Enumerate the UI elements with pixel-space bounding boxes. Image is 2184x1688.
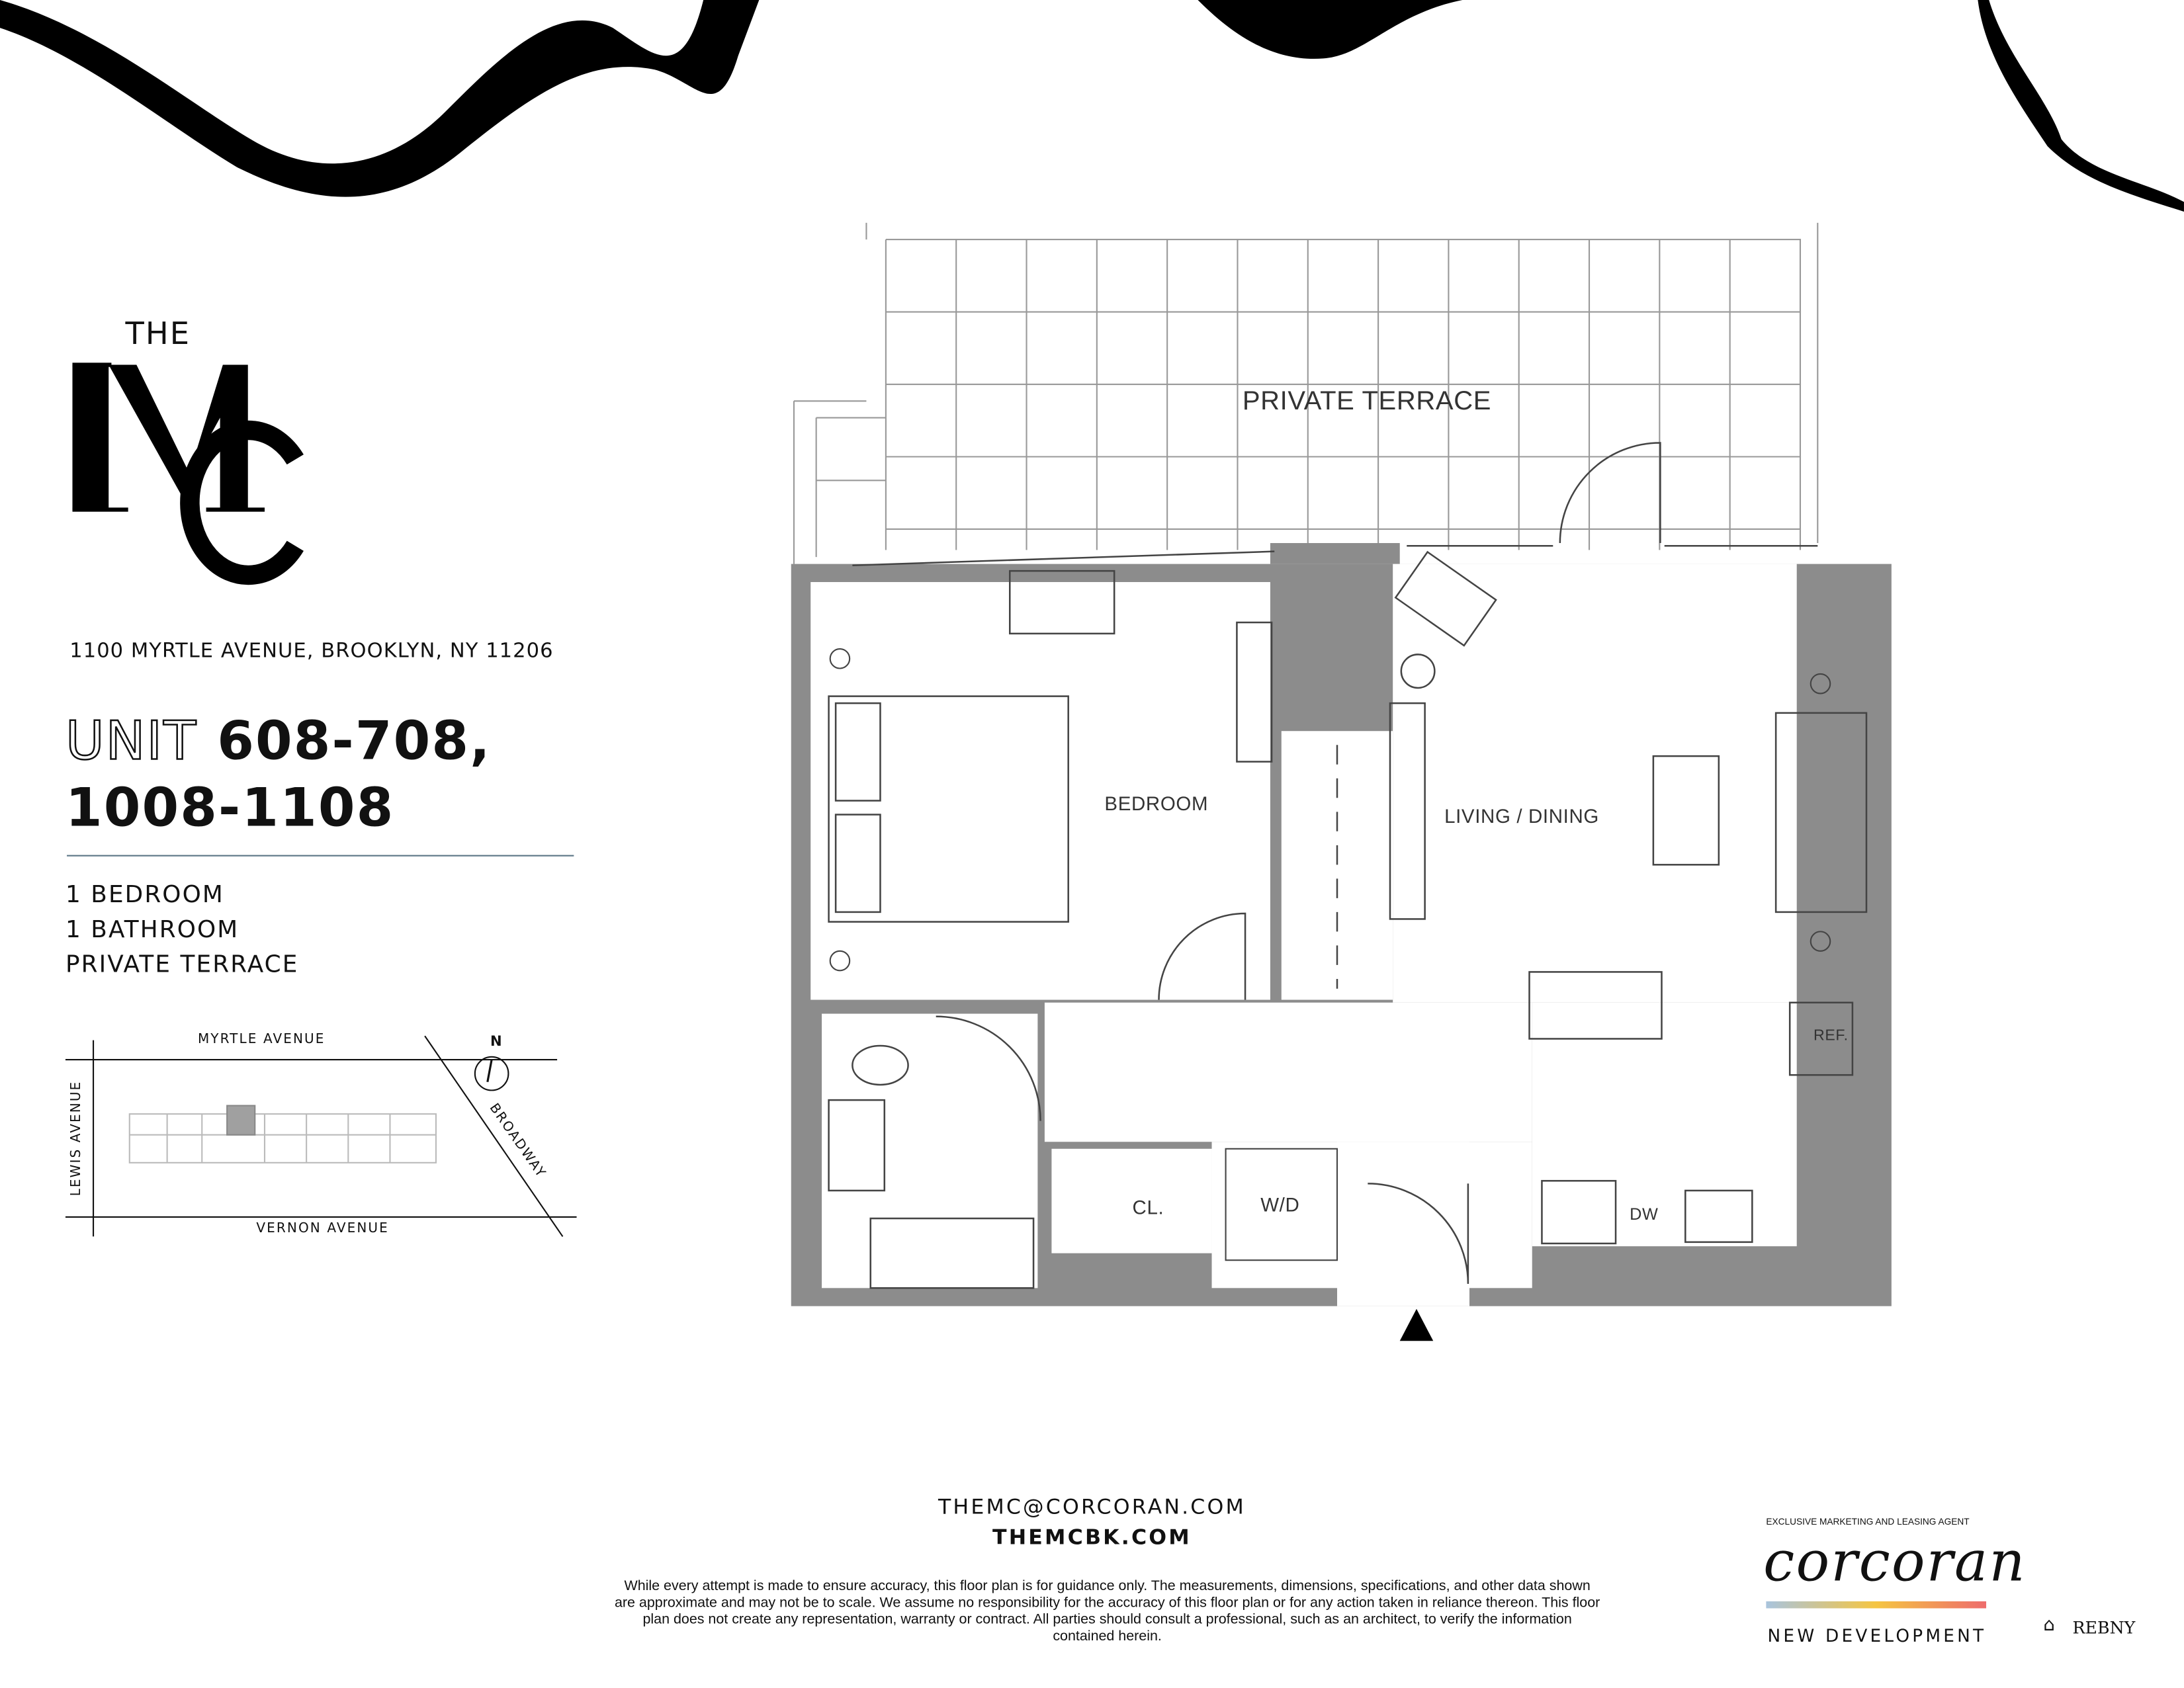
contact-website[interactable]: THEMCBK.COM <box>992 1525 1192 1550</box>
entry-marker <box>1399 1308 1434 1341</box>
brand-gradient-bar <box>1766 1601 1987 1609</box>
terrace-grid <box>793 222 1819 564</box>
feature-terrace: PRIVATE TERRACE <box>65 950 299 979</box>
rebny-badge: REBNY <box>2072 1618 2136 1638</box>
unit-title: UNIT 608-708, 1008-1108 <box>65 707 492 841</box>
feature-bedroom: 1 BEDROOM <box>65 881 224 909</box>
logo-the: THE <box>125 317 191 353</box>
agent-tagline: EXCLUSIVE MARKETING AND LEASING AGENT <box>1766 1517 1970 1528</box>
disclaimer: While every attempt is made to ensure ac… <box>614 1579 1600 1645</box>
feature-bathroom: 1 BATHROOM <box>65 916 240 945</box>
room-closet: CL. <box>1132 1196 1164 1219</box>
unit-numbers-1: 608-708, <box>217 710 492 772</box>
contact-email[interactable]: THEMC@CORCORAN.COM <box>938 1494 1246 1519</box>
room-living-dining: LIVING / DINING <box>1444 804 1599 827</box>
room-dishwasher: DW <box>1630 1204 1659 1224</box>
room-bedroom: BEDROOM <box>1104 792 1209 815</box>
street-vernon: VERNON AVENUE <box>256 1221 389 1237</box>
corcoran-logo: corcoran <box>1763 1530 2027 1595</box>
unit-numbers-2: 1008-1108 <box>65 777 395 839</box>
room-washer-dryer: W/D <box>1260 1193 1300 1216</box>
divider <box>67 855 574 857</box>
equal-housing-icon: ⌂ <box>2043 1615 2055 1636</box>
street-myrtle: MYRTLE AVENUE <box>197 1031 326 1048</box>
agent-division: NEW DEVELOPMENT <box>1767 1625 1987 1646</box>
room-terrace: PRIVATE TERRACE <box>1242 387 1492 417</box>
compass-north: N <box>490 1034 502 1050</box>
unit-prefix: UNIT <box>65 709 198 772</box>
address: 1100 MYRTLE AVENUE, BROOKLYN, NY 11206 <box>69 640 554 663</box>
room-ref: REF. <box>1813 1027 1849 1044</box>
